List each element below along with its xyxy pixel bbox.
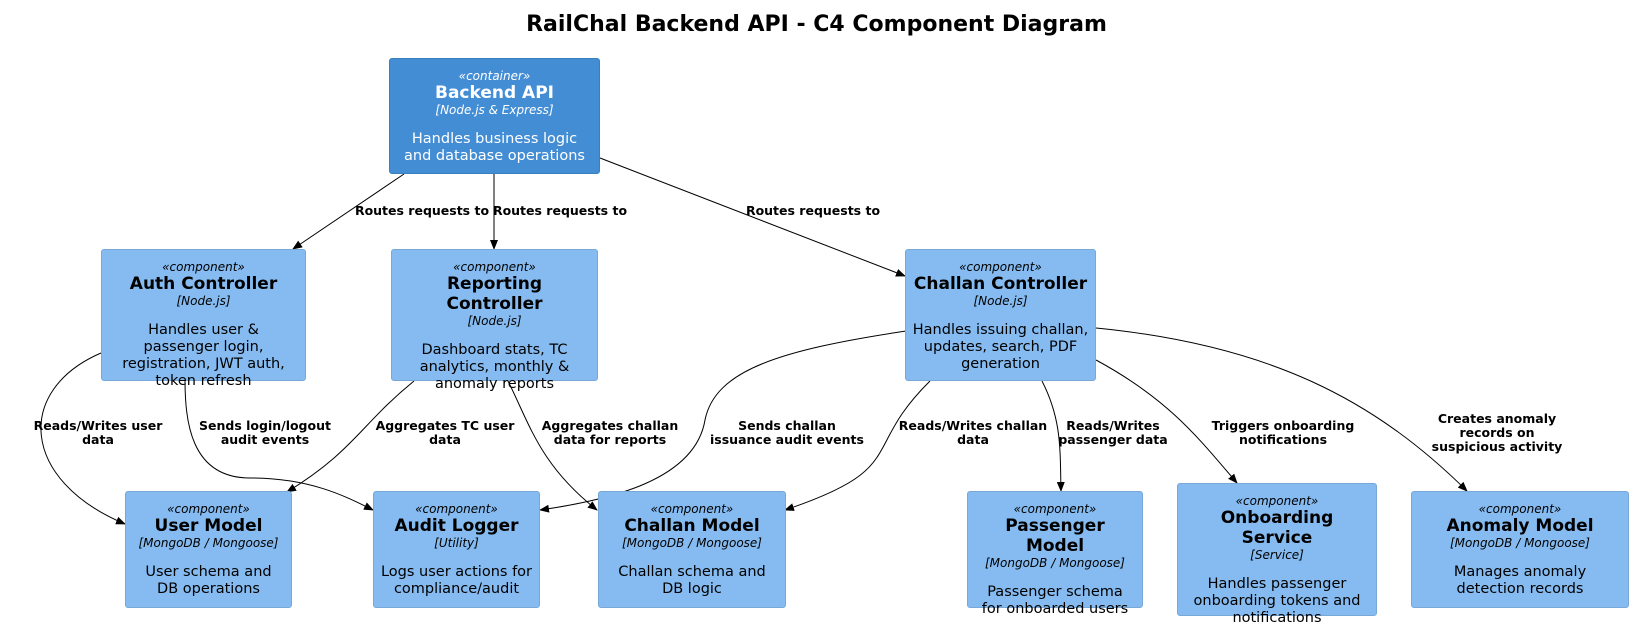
edge-label: Reads/Writes passenger data [1058,418,1168,447]
edge-label: Reads/Writes challan data [898,418,1048,447]
edge-label: Routes requests to [492,203,628,218]
node-name: Challan Controller [913,274,1088,294]
edge-label: Sends challan issuance audit events [710,418,864,447]
edge-label: Sends login/logout audit events [199,418,331,447]
node-name: User Model [154,516,263,536]
anomaly-model-node[interactable]: «component» Anomaly Model [MongoDB / Mon… [1411,491,1629,608]
node-description: Handles business logic and database oper… [404,131,585,164]
node-technology: [Service] [1250,548,1304,562]
challan-controller-node[interactable]: «component» Challan Controller [Node.js]… [905,249,1096,381]
node-stereotype: «component» [415,502,498,516]
edge-auth-to-audit-logger [184,378,374,511]
node-stereotype: «component» [1478,502,1562,516]
node-description: Logs user actions for compliance/audit [380,564,533,597]
user-model-node[interactable]: «component» User Model [MongoDB / Mongoo… [125,491,292,608]
node-technology: [Node.js & Express] [435,103,554,117]
node-description: User schema and DB operations [145,564,272,597]
node-technology: [Utility] [434,536,479,550]
node-stereotype: «component» [1013,502,1097,516]
edge-reporting-to-challan-model [507,380,598,511]
edge-label: Routes requests to [354,203,490,218]
node-stereotype: «component» [1235,494,1319,508]
diagram-title: RailChal Backend API - C4 Component Diag… [526,12,1107,37]
node-description: Handles issuing challan, updates, search… [912,322,1089,372]
node-technology: [Node.js] [467,314,522,328]
edge-backend-to-challan [599,157,906,277]
passenger-model-node[interactable]: «component» Passenger Model [MongoDB / M… [967,491,1143,617]
edge-challan-to-challan-model [784,380,931,511]
node-name: Audit Logger [394,516,519,536]
edge-label: Aggregates TC user data [375,418,515,447]
node-stereotype: «component» [162,260,245,274]
node-name: Backend API [434,83,555,103]
node-technology: [MongoDB / Mongoose] [621,536,762,550]
node-technology: [Node.js] [973,294,1028,308]
onboarding-service-node[interactable]: «component» Onboarding Service [Service]… [1177,483,1377,626]
node-stereotype: «component» [167,502,250,516]
reporting-controller-node[interactable]: «component» Reporting Controller [Node.j… [391,249,598,392]
edge-backend-to-auth [292,173,405,250]
node-stereotype: «component» [453,260,536,274]
node-description: Dashboard stats, TC analytics, monthly &… [419,342,570,392]
edge-label: Aggregates challan data for reports [541,418,679,447]
node-name: Passenger Model [1005,516,1105,556]
node-technology: [MongoDB / Mongoose] [138,536,279,550]
edge-challan-to-onboarding [1095,359,1238,484]
edge-label: Routes requests to [745,203,881,218]
edge-reporting-to-user-model [286,380,415,493]
backend-api-node[interactable]: «container» Backend API [Node.js & Expre… [389,58,600,174]
edge-auth-to-user-model [40,352,126,525]
edge-label: Creates anomaly records on suspicious ac… [1431,411,1563,454]
node-description: Manages anomaly detection records [1453,564,1587,597]
node-technology: [MongoDB / Mongoose] [984,556,1125,570]
node-description: Passenger schema for onboarded users [981,584,1129,617]
edge-label: Reads/Writes user data [33,418,163,447]
node-name: Anomaly Model [1446,516,1594,536]
node-name: Challan Model [624,516,760,536]
node-description: Handles user & passenger login, registra… [122,322,285,389]
node-stereotype: «component» [650,502,734,516]
node-name: Reporting Controller [446,274,543,314]
auth-controller-node[interactable]: «component» Auth Controller [Node.js] Ha… [101,249,306,389]
node-technology: [MongoDB / Mongoose] [1449,536,1590,550]
node-stereotype: «container» [458,69,531,83]
node-description: Challan schema and DB logic [618,564,766,597]
node-technology: [Node.js] [176,294,231,308]
challan-model-node[interactable]: «component» Challan Model [MongoDB / Mon… [598,491,786,608]
node-description: Handles passenger onboarding tokens and … [1193,576,1361,626]
edge-challan-to-passenger-model [1041,380,1065,492]
edge-label: Triggers onboarding notifications [1211,418,1355,447]
node-stereotype: «component» [959,260,1042,274]
audit-logger-node[interactable]: «component» Audit Logger [Utility] Logs … [373,491,540,608]
node-name: Onboarding Service [1220,508,1334,548]
node-name: Auth Controller [129,274,278,294]
edge-challan-to-anomaly [1095,327,1468,492]
